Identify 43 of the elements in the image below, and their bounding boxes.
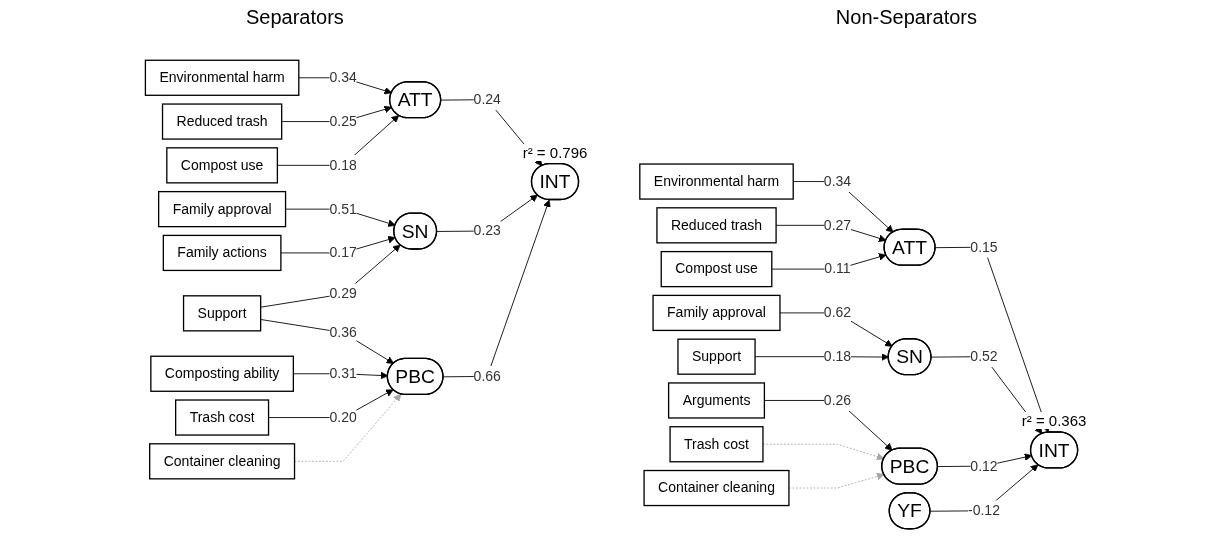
edge-label: 0.26 — [823, 392, 852, 408]
node-box: Reduced trash — [161, 103, 283, 140]
node-box: Composting ability — [150, 355, 294, 392]
r-squared-note: r² = 0.363 — [1021, 412, 1087, 429]
edge-label: 0.17 — [329, 245, 357, 260]
edge-label: 0.18 — [329, 157, 357, 173]
node-box: Compost use — [660, 250, 773, 288]
edge-label: 0.29 — [329, 286, 357, 302]
node-box: Trash cost — [175, 399, 270, 436]
edge-label: 0.18 — [823, 348, 852, 364]
node-box: Container cleaning — [149, 443, 296, 480]
node-box: Family approval — [652, 294, 781, 332]
edge-label: 0.51 — [329, 201, 357, 217]
edge-label: -0.12 — [968, 502, 1000, 518]
edge-label: 0.52 — [970, 348, 998, 364]
edge-label: 0.66 — [473, 368, 501, 384]
edge-label: 0.27 — [823, 217, 852, 233]
node-box: Family approval — [158, 190, 287, 228]
edge-label: 0.34 — [823, 173, 852, 189]
edge-label: 0.11 — [824, 261, 851, 277]
node-box: Compost use — [166, 147, 279, 184]
node-box: Reduced trash — [656, 207, 777, 244]
node-box: Environmental harm — [639, 163, 794, 200]
edge-label: 0.62 — [823, 305, 852, 320]
edge-label: 0.23 — [473, 223, 501, 239]
edge-label: 0.24 — [473, 91, 501, 107]
r-squared-note: r² = 0.796 — [522, 143, 588, 161]
edge-label: 0.36 — [329, 324, 357, 340]
edge-label: 0.34 — [329, 69, 357, 85]
panel-heading: Separators — [246, 5, 344, 29]
node-box: Support — [677, 338, 756, 375]
node-box: Environmental harm — [144, 59, 300, 96]
node-box: Family actions — [162, 234, 282, 272]
edge-label: 0.12 — [970, 458, 998, 474]
edge-label: 0.20 — [329, 409, 357, 425]
node-box: Trash cost — [669, 426, 764, 463]
edge-label: 0.15 — [970, 239, 998, 255]
node-box: Support — [182, 295, 262, 332]
edge-label: 0.31 — [329, 365, 357, 381]
node-box: Arguments — [667, 382, 766, 419]
panel-heading: Non-Separators — [835, 5, 977, 29]
edge-label: 0.25 — [329, 113, 357, 129]
node-box: Container cleaning — [643, 469, 790, 507]
